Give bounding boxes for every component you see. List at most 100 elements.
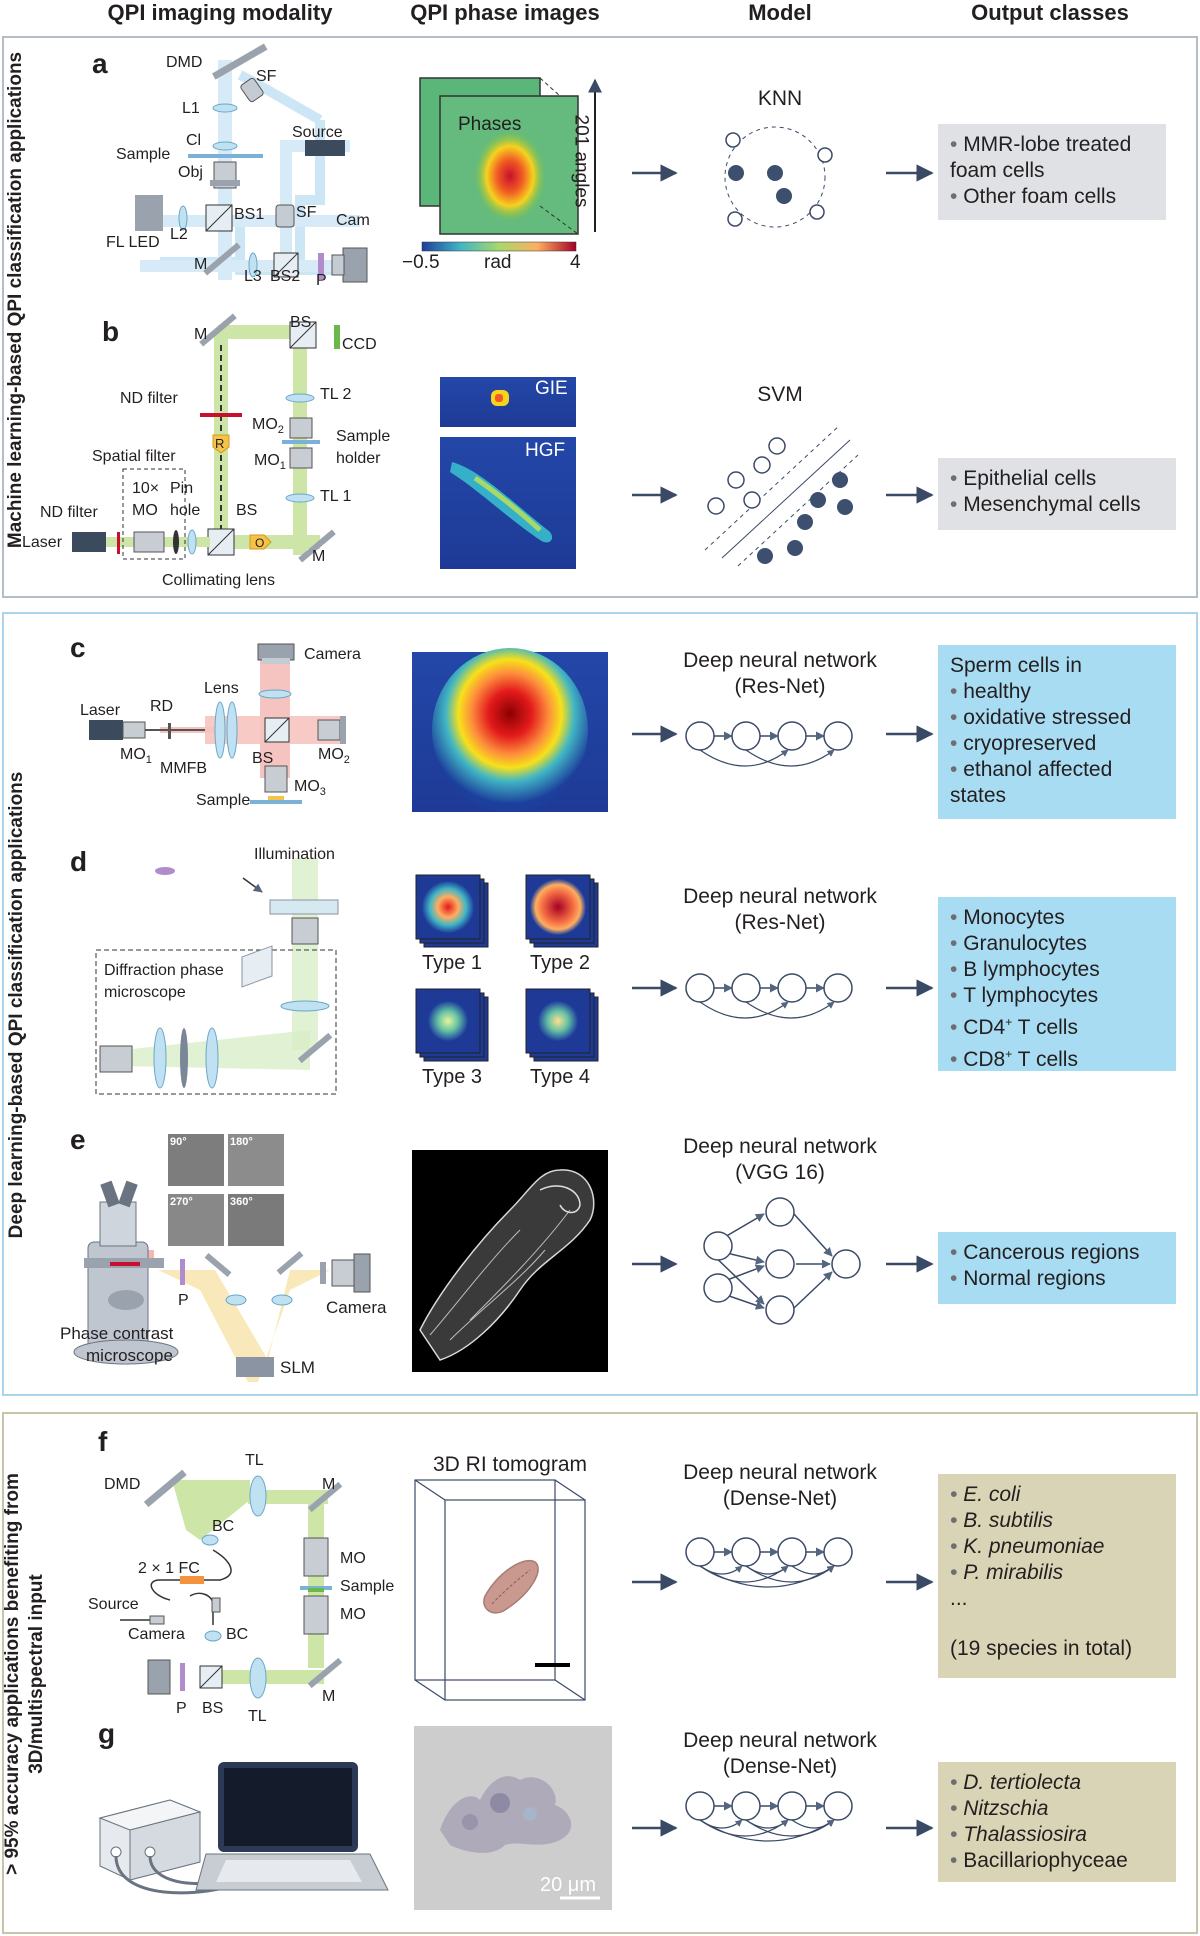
- section-dl-panel: [2, 612, 1198, 1396]
- c-mo3-label: MO3: [294, 778, 326, 798]
- d-type-3: Type 3: [422, 1066, 483, 1088]
- net-skip: [699, 749, 789, 767]
- d-type-4: Type 4: [530, 1066, 591, 1088]
- f-bc1-label: BC: [212, 1518, 235, 1535]
- f-m-top-label: M: [322, 1476, 336, 1493]
- c-output-tail: states: [950, 784, 1007, 807]
- net-node: [823, 973, 853, 1003]
- a-l2-label: L2: [170, 226, 188, 243]
- panel-c-image: [412, 648, 608, 812]
- d-output-1: Granulocytes: [950, 931, 1164, 957]
- net-node: [777, 1537, 807, 1567]
- f-output-total: (19 species in total): [950, 1637, 1133, 1660]
- c-model-line-2: (Res-Net): [734, 675, 826, 698]
- knn-node: [776, 188, 792, 204]
- d-cd8-a: CD8: [963, 1048, 1006, 1071]
- f-output-0: E. coli: [950, 1482, 1164, 1508]
- net-skip: [699, 1001, 789, 1019]
- section-acc-panel: [2, 1412, 1198, 1934]
- c-model-label: Deep neural network (Res-Net): [660, 648, 900, 700]
- panel-g-setup: [98, 1762, 389, 1895]
- f-tl-bottom-label: TL: [248, 1708, 267, 1725]
- b-laser-label: Laser: [22, 534, 63, 551]
- panel-e-setup: [73, 1134, 371, 1382]
- f-model-label: Deep neural network (Dense-Net): [660, 1460, 900, 1512]
- b-output-box: Epithelial cells Mesenchymal cells: [938, 458, 1176, 530]
- a-fl-led-label: FL LED: [106, 234, 160, 251]
- c-output-2: cryopreserved: [950, 731, 1164, 757]
- g-model-line-1: Deep neural network: [683, 1729, 877, 1752]
- e-angle-90: 90°: [170, 1136, 187, 1148]
- a-bs1-label: BS1: [234, 206, 265, 223]
- b-ccd-label: CCD: [342, 336, 377, 353]
- net-node: [731, 721, 761, 751]
- net-node: [731, 1537, 761, 1567]
- b-tl1-label: TL 1: [320, 488, 352, 505]
- c-output-1: oxidative stressed: [950, 705, 1164, 731]
- net-node: [685, 721, 715, 751]
- header-model: Model: [748, 0, 812, 25]
- panel-b-setup: [72, 313, 340, 563]
- a-output-1: Other foam cells: [950, 184, 1154, 210]
- g-output-3: Bacillariophyceae: [950, 1848, 1164, 1874]
- b-sample-label: Sample: [336, 428, 391, 445]
- knn-node: [727, 211, 743, 227]
- net-skip: [745, 1819, 789, 1829]
- b-hgf-label: HGF: [525, 440, 566, 461]
- d-output-0: Monocytes: [950, 905, 1164, 931]
- knn-model: [724, 126, 833, 228]
- b-r-label: R: [215, 436, 225, 451]
- resnet-c-graph: [685, 721, 853, 767]
- d-output-cd4: CD4+ T cells: [950, 1009, 1164, 1041]
- net-skip: [699, 1819, 835, 1842]
- b-mo1-label: MO1: [254, 452, 286, 472]
- f-dmd-label: DMD: [104, 1476, 141, 1493]
- a-bs2-label: BS2: [270, 268, 301, 285]
- b-nd1-label: ND filter: [120, 390, 178, 407]
- c-model-line-1: Deep neural network: [683, 649, 877, 672]
- c-mo1-sub: 1: [145, 754, 152, 767]
- net-skip: [791, 1819, 835, 1829]
- net-skip: [699, 1819, 743, 1829]
- b-coll-label: Collimating lens: [162, 572, 275, 589]
- d-output-2: B lymphocytes: [950, 957, 1164, 983]
- header-phase-images: QPI phase images: [410, 0, 600, 25]
- net-node: [823, 721, 853, 751]
- e-model-line-2: (VGG 16): [735, 1161, 825, 1184]
- net-node: [685, 1791, 715, 1821]
- b-spatial-label: Spatial filter: [92, 448, 176, 465]
- e-model-label: Deep neural network (VGG 16): [660, 1134, 900, 1186]
- b-mo2-label: MO2: [252, 416, 284, 436]
- f-m-bottom-label: M: [322, 1688, 336, 1705]
- a-cam-label: Cam: [336, 212, 370, 229]
- b-10x-label: 10×: [132, 480, 160, 497]
- f-source-label: Source: [88, 1596, 139, 1613]
- b-gie-label: GIE: [535, 378, 568, 399]
- d-cd8-sup: +: [1005, 1047, 1013, 1061]
- g-model-line-2: (Dense-Net): [722, 1755, 838, 1778]
- d-output-3: T lymphocytes: [950, 983, 1164, 1009]
- net-skip: [745, 1565, 789, 1575]
- a-cbar-max: 4: [570, 252, 581, 273]
- d-dpm-label-1: Diffraction phase: [104, 962, 224, 979]
- knn-node: [728, 165, 744, 181]
- net-skip: [791, 1565, 835, 1575]
- a-sample-label: Sample: [116, 146, 171, 163]
- f-output-ellipsis: ...: [950, 1587, 968, 1610]
- b-o-label: O: [255, 536, 265, 550]
- c-mo2-sub: 2: [343, 754, 350, 767]
- a-phases-label: Phases: [458, 114, 522, 135]
- g-output-0: D. tertiolecta: [950, 1770, 1164, 1796]
- b-tl2-label: TL 2: [320, 386, 352, 403]
- e-pcm-label-2: microscope: [86, 1346, 173, 1365]
- panel-a-letter: a: [92, 48, 108, 79]
- a-cbar-unit: rad: [484, 252, 512, 273]
- c-camera-label: Camera: [304, 646, 361, 663]
- resnet-d-graph: [685, 973, 853, 1019]
- e-pcm-label-1: Phase contrast: [60, 1324, 174, 1343]
- net-skip: [699, 1565, 743, 1575]
- densenet-g-graph: [685, 1791, 853, 1842]
- b-m-top-label: M: [194, 326, 208, 343]
- type-4-stack: [525, 988, 599, 1062]
- f-mo1-label: MO: [340, 1550, 366, 1567]
